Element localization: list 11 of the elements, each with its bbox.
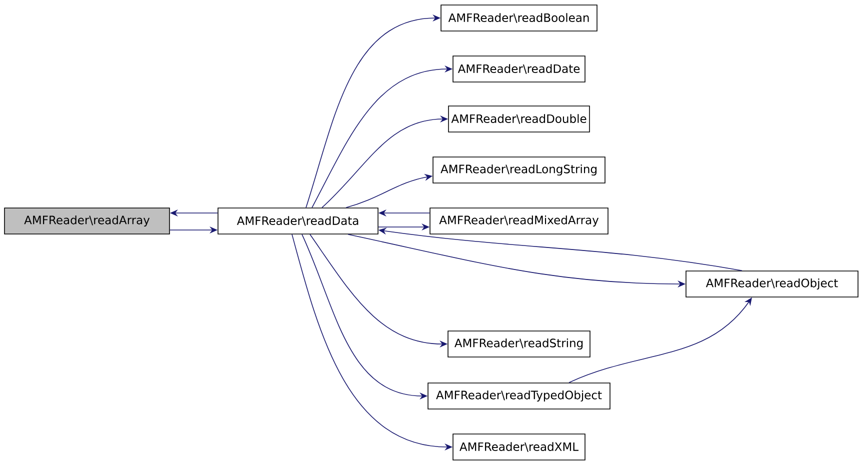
function-box: AMFReader\readObject xyxy=(686,270,858,298)
function-box: AMFReader\readTypedObject xyxy=(428,382,610,410)
function-box: AMFReader\readString xyxy=(448,330,590,358)
function-box: AMFReader\readBoolean xyxy=(440,4,598,32)
function-box: AMFReader\readMixedArray xyxy=(430,208,608,234)
function-box: AMFReader\readDouble xyxy=(448,106,590,132)
function-box: AMFReader\readXML xyxy=(452,434,586,460)
function-box: AMFReader\readData xyxy=(218,208,378,234)
function-box: AMFReader\readArray xyxy=(4,208,170,234)
function-box: AMFReader\readLongString xyxy=(432,156,606,184)
function-box: AMFReader\readDate xyxy=(452,56,586,82)
